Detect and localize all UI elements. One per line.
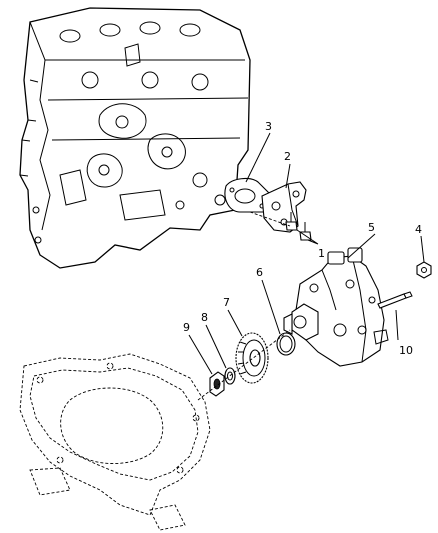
o-ring <box>276 332 296 356</box>
gear-housing <box>19 353 211 531</box>
callout-7: 7 <box>223 296 230 309</box>
assembly-centerline <box>197 329 291 401</box>
callout-labels: 1 2 3 4 5 6 7 8 9 10 <box>183 120 422 357</box>
callout-9: 9 <box>183 321 190 334</box>
callout-1: 1 <box>318 247 325 260</box>
callout-10: 10 <box>399 344 413 357</box>
callout-2: 2 <box>284 150 291 163</box>
callout-5: 5 <box>368 221 375 234</box>
nut <box>416 261 432 279</box>
fuel-injection-pump <box>283 247 389 367</box>
callout-8: 8 <box>201 311 208 324</box>
bracket <box>261 181 307 233</box>
leader-lines <box>188 132 425 375</box>
engine-block <box>19 7 251 269</box>
callout-3: 3 <box>265 120 272 133</box>
pump-gear <box>235 332 269 384</box>
washer <box>224 367 236 385</box>
stud <box>377 291 413 309</box>
callout-4: 4 <box>415 223 422 236</box>
callout-6: 6 <box>256 266 263 279</box>
gear-nut <box>209 371 225 397</box>
bolt-centerline <box>249 211 291 227</box>
